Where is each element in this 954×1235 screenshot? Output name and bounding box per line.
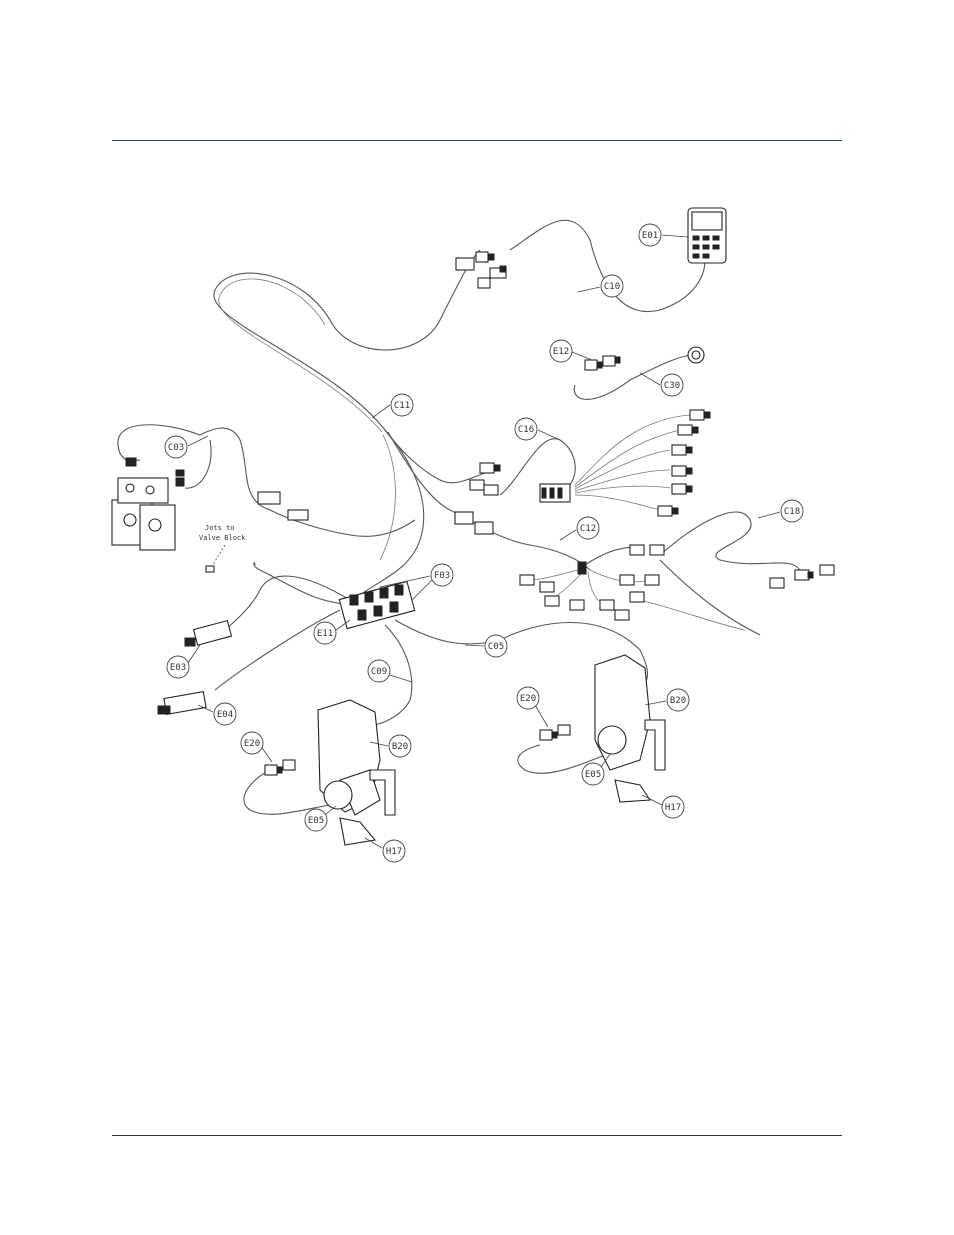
connector-e20-left <box>265 760 295 775</box>
callout-e03: E03 <box>167 645 200 678</box>
connector-fan-right <box>658 410 710 516</box>
callout-c12-label: C12 <box>580 524 596 534</box>
callout-e12-label: E12 <box>553 347 569 357</box>
sensor-e04 <box>158 692 206 715</box>
callout-e11: E11 <box>314 620 350 644</box>
callout-b20-right-label: B20 <box>670 696 686 706</box>
callout-e05-right-label: E05 <box>585 770 601 780</box>
note-line-2: Valve Block <box>199 534 246 542</box>
valve-block <box>112 458 184 550</box>
callout-c16: C16 <box>515 418 560 440</box>
sensor-e03 <box>185 566 231 646</box>
connector-c18-ends <box>770 565 834 588</box>
callout-h17-right: H17 <box>642 795 684 818</box>
callout-c18-label: C18 <box>784 507 800 517</box>
note-line-1: Jots to <box>205 524 235 532</box>
bracket-right <box>595 655 665 802</box>
callout-c11: C11 <box>372 394 413 418</box>
callout-b20-right: B20 <box>645 689 689 711</box>
callout-e01-label: E01 <box>642 231 658 241</box>
display-unit <box>688 208 726 263</box>
callout-c16-label: C16 <box>518 425 534 435</box>
callout-e20-left-label: E20 <box>244 739 260 749</box>
callout-e20-right: E20 <box>517 687 548 727</box>
callout-c30: C30 <box>640 373 683 396</box>
callout-c30-label: C30 <box>664 381 680 391</box>
callout-c10: C10 <box>578 275 623 297</box>
connector-c12-group <box>520 545 664 620</box>
callout-e04-label: E04 <box>217 710 233 720</box>
callout-c09: C09 <box>368 660 412 682</box>
callout-c05: C05 <box>465 635 507 657</box>
callout-c18: C18 <box>758 500 803 522</box>
connector-cluster-top <box>456 252 506 288</box>
callout-h17-left: H17 <box>365 838 405 862</box>
callout-f03-label: F03 <box>434 571 450 581</box>
callout-b20-left-label: B20 <box>392 742 408 752</box>
callout-c09-label: C09 <box>371 667 387 677</box>
callout-e20-left: E20 <box>241 732 272 762</box>
callout-h17-right-label: H17 <box>665 803 681 813</box>
connector-e20-right <box>540 725 570 740</box>
callout-c03-label: C03 <box>168 443 184 453</box>
callout-e05-left-label: E05 <box>308 816 324 826</box>
callout-e20-right-label: E20 <box>520 694 536 704</box>
callout-c12: C12 <box>560 517 599 540</box>
callout-c11-label: C11 <box>394 401 410 411</box>
callout-e12: E12 <box>550 340 592 362</box>
callout-e03-label: E03 <box>170 663 186 673</box>
callout-e11-label: E11 <box>317 629 333 639</box>
callout-c05-label: C05 <box>488 642 504 652</box>
connector-e12 <box>585 347 704 370</box>
callout-h17-left-label: H17 <box>386 847 402 857</box>
callout-e01: E01 <box>639 224 688 246</box>
valve-block-note: Jots to Valve Block <box>199 524 246 566</box>
callout-e05-left: E05 <box>305 806 336 831</box>
callout-c03: C03 <box>165 436 208 458</box>
callout-c10-label: C10 <box>604 282 620 292</box>
connector-c16-plug <box>540 484 570 502</box>
connector-c11-branch <box>455 463 500 534</box>
module-f03-e11 <box>339 581 414 628</box>
